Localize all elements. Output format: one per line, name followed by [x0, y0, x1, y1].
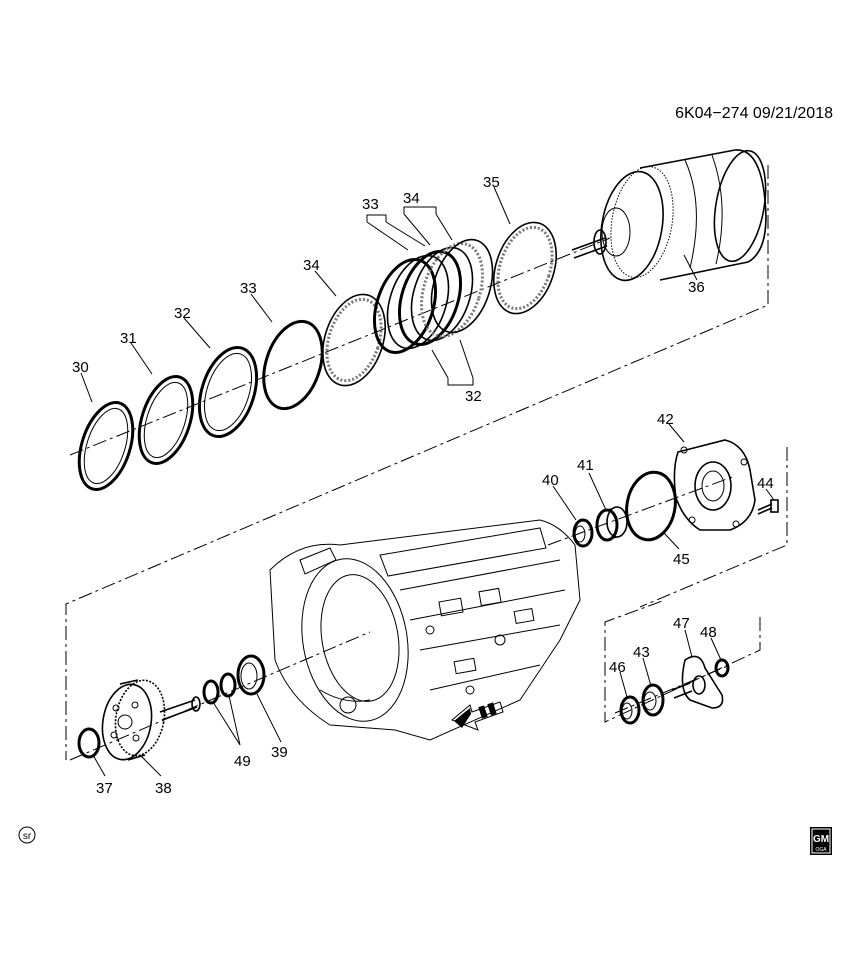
nut-48 [714, 658, 730, 678]
upper-group-outline [65, 165, 769, 760]
callout-31: 31 [120, 330, 137, 347]
gm-logo-subtext: OGA [815, 847, 827, 853]
flange-47 [671, 655, 724, 709]
gm-logo-icon: GM OGA [810, 827, 832, 855]
bearing-41 [595, 506, 628, 542]
callout-43: 43 [633, 644, 650, 661]
rear-group-outline [547, 447, 788, 723]
callout-32: 32 [174, 305, 191, 322]
callout-36: 36 [688, 279, 705, 296]
callout-47: 47 [673, 615, 690, 632]
transmission-case [269, 519, 581, 741]
snap-ring-37 [77, 727, 101, 759]
callout-46: 46 [609, 659, 626, 676]
front-arrow-icon [451, 701, 504, 731]
callout-leaders [80, 186, 775, 777]
gm-logo-text: GM [813, 834, 829, 845]
sr-badge-text: sr [23, 831, 32, 842]
callout-32-stack: 32 [465, 388, 482, 405]
callout-34-stack: 34 [403, 190, 420, 207]
clutch-pack-stack [373, 238, 494, 354]
clutch-plate-31 [137, 375, 195, 465]
seal-40 [572, 518, 594, 548]
o-ring-45 [625, 470, 677, 542]
lower-axis [69, 631, 371, 761]
callout-33: 33 [240, 280, 257, 297]
callout-33-stack: 33 [362, 196, 379, 213]
callout-35: 35 [483, 174, 500, 191]
bolt-44 [757, 499, 779, 515]
callout-39: 39 [271, 744, 288, 761]
callout-40: 40 [542, 472, 559, 489]
washer-49 [202, 672, 237, 705]
stack-brackets [366, 206, 474, 386]
friction-plate-34 [322, 293, 386, 387]
callout-41: 41 [577, 457, 594, 474]
gear-assembly-38 [101, 679, 201, 761]
seal-43 [641, 683, 665, 717]
callout-49: 49 [234, 753, 251, 770]
callout-42: 42 [657, 411, 674, 428]
callout-30: 30 [72, 359, 89, 376]
callout-34: 34 [303, 257, 320, 274]
callout-48: 48 [700, 624, 717, 641]
clutch-housing-36 [571, 149, 767, 282]
seal-46 [619, 695, 641, 725]
diagram-code: 6K04−274 09/21/2018 [675, 105, 833, 122]
snap-ring-33 [262, 319, 324, 411]
extension-housing-42 [673, 439, 756, 531]
callout-45: 45 [673, 551, 690, 568]
clutch-plate-32 [197, 346, 259, 438]
callout-37: 37 [96, 780, 113, 797]
callout-38: 38 [155, 780, 172, 797]
seal-ring-39 [236, 654, 266, 696]
clutch-plate-30 [77, 401, 135, 491]
callout-44: 44 [757, 475, 774, 492]
friction-plate-35 [493, 221, 557, 315]
sr-badge: sr [18, 826, 36, 844]
callout-labels: 30 31 32 33 34 33 34 32 35 36 40 41 42 4… [72, 174, 774, 797]
